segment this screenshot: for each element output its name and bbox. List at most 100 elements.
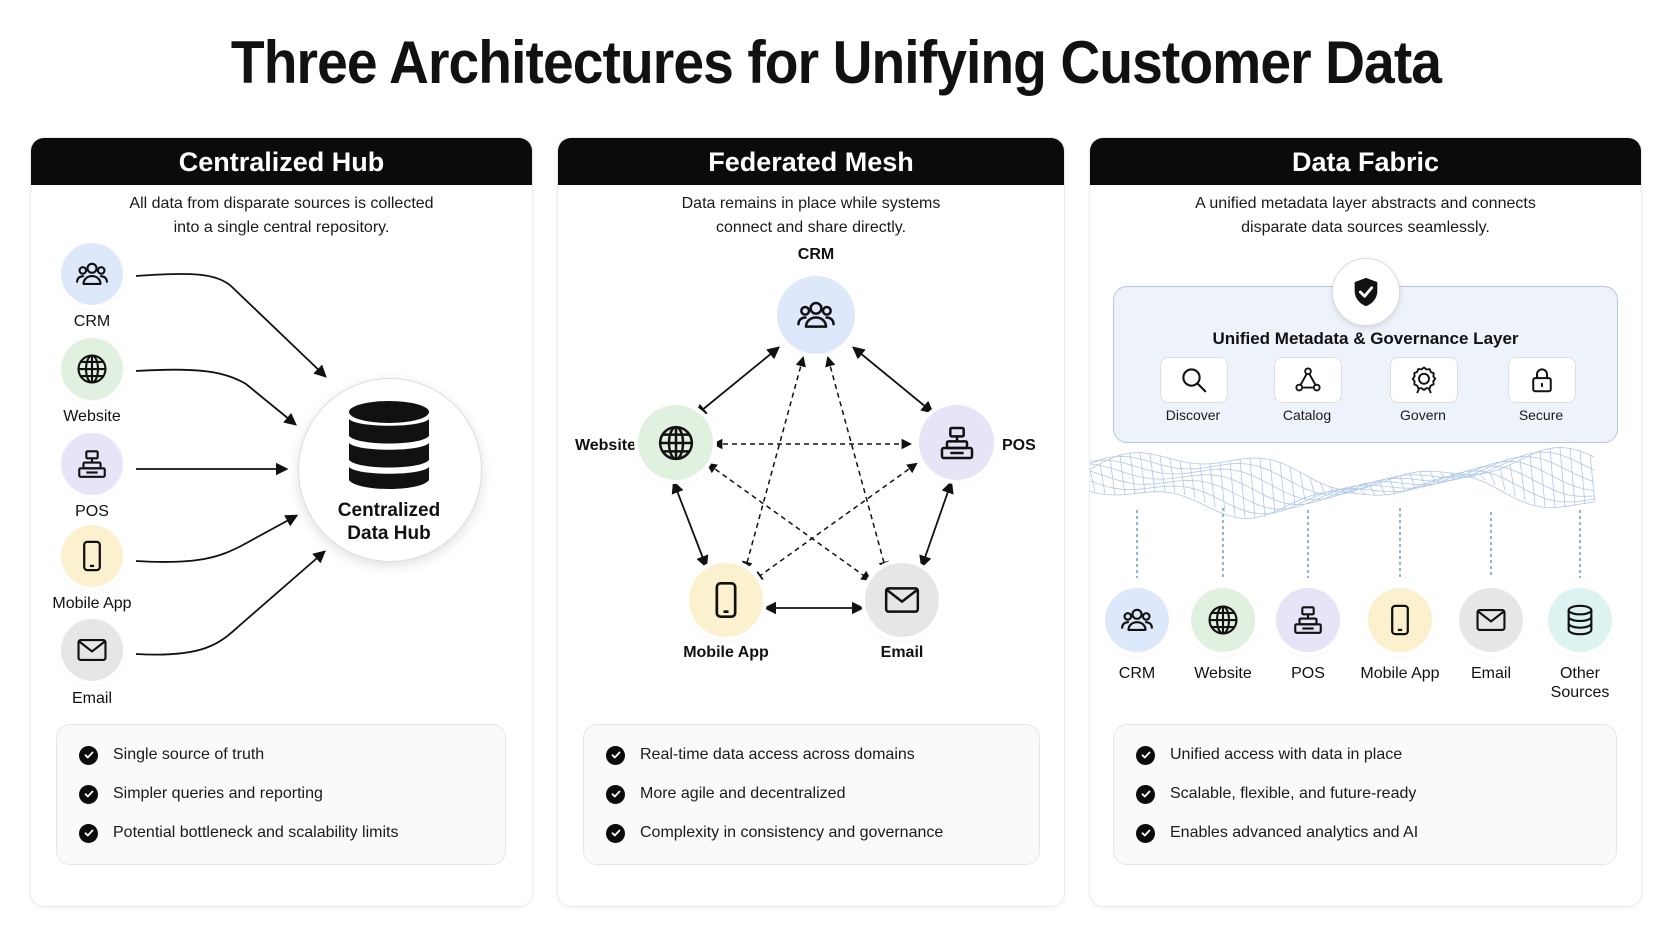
crm-label: CRM	[797, 246, 835, 263]
benefit-text: Real-time data access across domains	[640, 746, 915, 763]
mesh-links	[671, 346, 954, 615]
benefit-item: Simpler queries and reporting	[79, 782, 323, 806]
fabric-wave-strand	[1439, 471, 1446, 479]
email-label: Email	[71, 690, 112, 707]
email-label: Email	[1470, 665, 1511, 682]
globe-icon	[1206, 603, 1240, 637]
fabric-wave-strand	[1429, 471, 1436, 482]
benefit-text: Enables advanced analytics and AI	[1170, 824, 1419, 841]
fabric-wave-strand	[1489, 472, 1496, 485]
fabric-wave-strand	[1579, 451, 1586, 505]
fabric-wave-strand	[1559, 447, 1566, 508]
benefit-text: More agile and decentralized	[640, 785, 846, 802]
envelope-icon	[882, 580, 922, 620]
pos-node	[1276, 588, 1340, 652]
link-crm-email	[825, 355, 889, 573]
users-icon	[796, 295, 836, 335]
email-node	[865, 563, 939, 637]
fabric-wave-strand	[1529, 455, 1536, 505]
link-pos-email	[919, 480, 954, 569]
fabric-wave-strand	[1169, 458, 1176, 493]
website-node	[61, 338, 123, 400]
mobile-app-label: Mobile App	[52, 595, 132, 612]
check-circle-icon	[606, 823, 625, 843]
mobile-app-label: Mobile App	[1360, 665, 1440, 682]
discover-label: Discover	[1165, 407, 1221, 423]
email-node	[61, 619, 123, 681]
fabric-wave-strand	[1219, 462, 1226, 513]
benefit-item: Single source of truth	[79, 743, 264, 767]
fabric-wave-strand	[1309, 477, 1316, 497]
fabric-wave-strand	[1349, 489, 1356, 494]
catalog-tool	[1274, 357, 1342, 403]
check-circle-icon	[1136, 823, 1155, 843]
fabric-wave-line	[1090, 475, 1595, 519]
fabric-wave-strand	[1299, 472, 1306, 500]
fabric-wave-strand	[1279, 462, 1286, 510]
fabric-benefits-box: Unified access with data in place Scalab…	[1113, 724, 1617, 865]
website-node	[638, 405, 713, 480]
check-circle-icon	[79, 823, 98, 843]
fabric-wave-strand	[1189, 462, 1196, 499]
govern-label: Govern	[1400, 407, 1446, 423]
secure-label: Secure	[1518, 407, 1564, 423]
link-crm-pos	[852, 346, 934, 414]
fabric-wave-strand	[1159, 455, 1166, 492]
fabric-wave-strand	[1229, 460, 1236, 517]
smartphone-icon	[1383, 603, 1417, 637]
mobile-app-node	[689, 563, 763, 637]
panel-title: Federated Mesh	[558, 138, 1064, 185]
hub-benefits-box: Single source of truth Simpler queries a…	[56, 724, 506, 865]
governance-badge	[1332, 258, 1400, 326]
fabric-wave-strand	[1399, 475, 1406, 493]
fabric-wave-strand	[1090, 469, 1096, 492]
fabric-wave-strand	[1209, 463, 1216, 508]
fabric-wave-strand	[1119, 455, 1126, 495]
fabric-wave-strand	[1269, 459, 1276, 514]
crm-node	[1105, 588, 1169, 652]
centralized-hub-panel: Centralized Hub All data from disparate …	[30, 137, 533, 907]
panel-description: Data remains in place while systems conn…	[681, 195, 941, 236]
fabric-wave-strand	[1409, 472, 1416, 490]
panel-title: Centralized Hub	[31, 138, 532, 185]
fabric-wave-strand	[1319, 482, 1326, 494]
smartphone-icon	[706, 580, 746, 620]
users-icon	[1120, 603, 1154, 637]
benefit-text: Single source of truth	[113, 746, 265, 763]
fabric-wave-strand	[1569, 448, 1576, 506]
federated-mesh-panel: Federated Mesh Data remains in place whi…	[557, 137, 1065, 907]
fabric-wave-strand	[1129, 452, 1136, 495]
register-icon	[937, 423, 977, 463]
benefit-text: Unified access with data in place	[1170, 746, 1403, 763]
benefit-item: Real-time data access across domains	[606, 743, 915, 767]
crm-node	[777, 276, 855, 354]
website-label: Website	[63, 408, 121, 425]
layer-title: Unified Metadata & Governance Layer	[1212, 329, 1519, 348]
mesh-benefits-box: Real-time data access across domains Mor…	[583, 724, 1040, 865]
fabric-mesh	[1090, 447, 1596, 578]
envelope-icon	[75, 633, 109, 667]
fabric-wave-strand	[1139, 452, 1146, 493]
benefit-item: Scalable, flexible, and future-ready	[1136, 782, 1416, 806]
fabric-wave-strand	[1509, 464, 1516, 496]
catalog-label: Catalog	[1282, 407, 1332, 423]
fabric-wave-line	[1090, 460, 1595, 506]
panel-title: Data Fabric	[1090, 138, 1641, 185]
check-circle-icon	[606, 745, 625, 765]
fabric-wave-strand	[1149, 453, 1156, 492]
crm-label: CRM	[73, 313, 111, 330]
benefit-item: More agile and decentralized	[606, 782, 845, 806]
arrow-email	[135, 550, 326, 656]
fabric-wave-strand	[1469, 474, 1476, 478]
fabric-wave-strand	[1499, 468, 1506, 491]
check-circle-icon	[79, 745, 98, 765]
panel-description: All data from disparate sources is colle…	[129, 195, 434, 236]
fabric-wave-strand	[1179, 461, 1186, 496]
fabric-wave-line	[1090, 456, 1595, 501]
arrow-website	[135, 368, 297, 426]
fabric-wave-strand	[1259, 458, 1266, 517]
fabric-wave-strand	[1339, 489, 1346, 493]
check-circle-icon	[1136, 745, 1155, 765]
fabric-wave-strand	[1329, 486, 1336, 493]
pos-label: POS	[75, 503, 109, 520]
